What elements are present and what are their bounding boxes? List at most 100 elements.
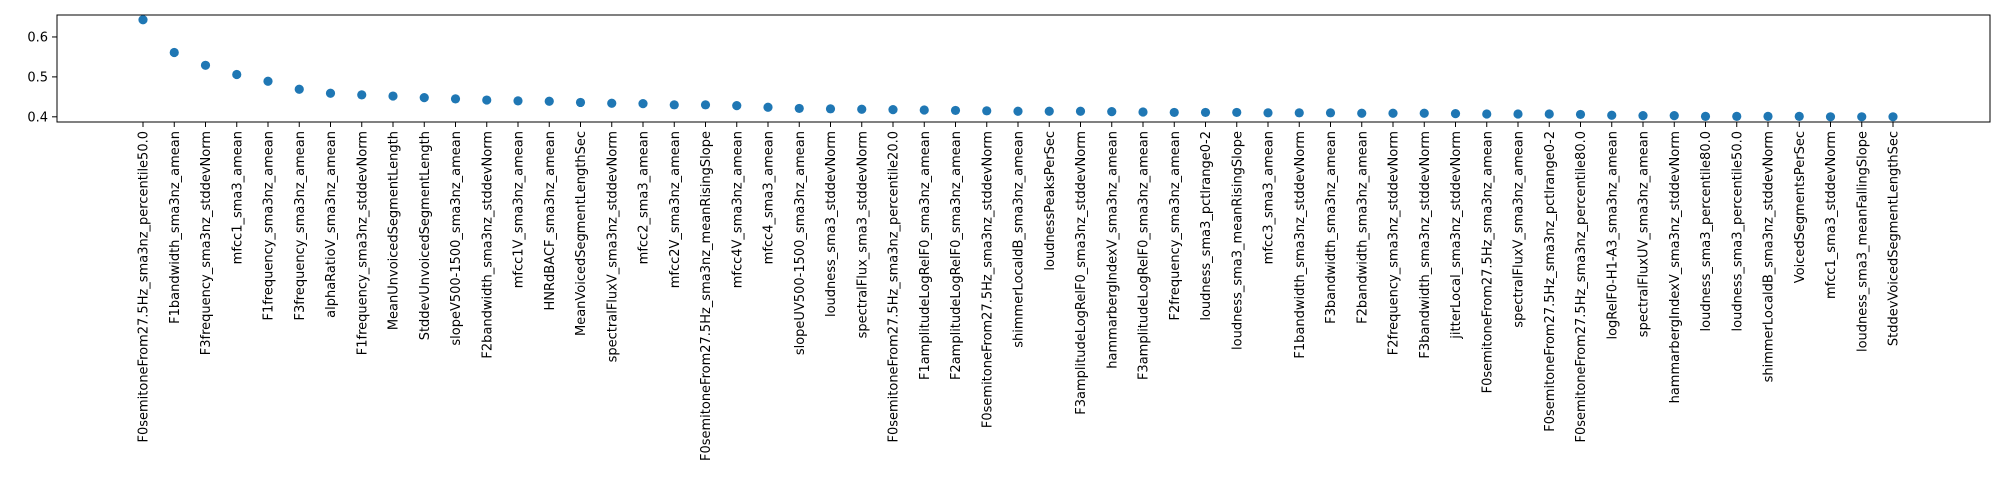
- x-tick-label: F3bandwidth_sma3nz_amean: [1324, 131, 1339, 324]
- x-tick-label: F0semitoneFrom27.5Hz_sma3nz_stddevNorm: [980, 131, 995, 428]
- x-tick-label: loudness_sma3_meanFallingSlope: [1855, 131, 1870, 352]
- x-tick-label: shimmerLocaldB_sma3nz_amean: [1012, 131, 1027, 348]
- data-point: [513, 96, 523, 106]
- x-tick-label: F2amplitudeLogRelF0_sma3nz_amean: [949, 131, 964, 380]
- data-point: [1107, 107, 1117, 117]
- data-points: [138, 15, 1898, 122]
- data-point: [1232, 107, 1242, 118]
- x-tick-label: jitterLocal_sma3nz_stddevNorm: [1449, 131, 1464, 340]
- data-point: [1763, 111, 1773, 122]
- plot-area: [56, 14, 1991, 123]
- data-point: [450, 94, 461, 104]
- data-point: [1075, 106, 1086, 116]
- x-tick-label: mfcc1_sma3_amean: [230, 131, 245, 264]
- x-tick-label: F3frequency_sma3nz_stddevNorm: [199, 131, 214, 355]
- data-point: [982, 106, 992, 116]
- x-tick-label: spectralFluxV_sma3nz_amean: [1512, 131, 1527, 328]
- data-point: [763, 102, 773, 112]
- data-point: [1169, 107, 1179, 118]
- data-point: [1794, 111, 1804, 122]
- data-point: [419, 93, 429, 103]
- x-tick-label: loudness_sma3_percentile80.0: [1699, 131, 1714, 331]
- x-tick-label: hammarbergIndexV_sma3nz_stddevNorm: [1668, 131, 1683, 403]
- x-tick-label: F2frequency_sma3nz_amean: [1168, 131, 1183, 321]
- x-tick-label: F0semitoneFrom27.5Hz_sma3nz_percentile50…: [137, 131, 152, 443]
- data-point: [325, 88, 336, 98]
- data-point: [1700, 111, 1711, 122]
- x-tick-label: hammarbergIndexV_sma3nz_amean: [1105, 131, 1120, 369]
- data-point: [294, 84, 304, 94]
- x-tick-label: spectralFluxV_sma3nz_stddevNorm: [605, 131, 620, 362]
- x-tick-label: MeanUnvoicedSegmentLength: [387, 131, 402, 330]
- x-tick-label: F1bandwidth_sma3nz_amean: [168, 131, 183, 324]
- x-tick-label: mfcc3_sma3_amean: [1262, 131, 1277, 264]
- x-tick-label: F0semitoneFrom27.5Hz_sma3nz_meanRisingSl…: [699, 131, 714, 461]
- data-point: [638, 99, 648, 109]
- data-point: [1138, 107, 1148, 117]
- x-tick-label: F0semitoneFrom27.5Hz_sma3nz_pctlrange0-2: [1543, 131, 1558, 432]
- data-point: [1294, 108, 1304, 118]
- x-tick-label: mfcc1_sma3_stddevNorm: [1824, 131, 1839, 299]
- x-tick-label: mfcc4_sma3_amean: [762, 131, 777, 264]
- data-point: [1669, 111, 1679, 121]
- data-point: [700, 100, 711, 110]
- data-point: [1544, 109, 1554, 119]
- x-tick-label: F2frequency_sma3nz_stddevNorm: [1387, 131, 1402, 355]
- x-tick-label: spectralFluxUV_sma3nz_amean: [1637, 131, 1652, 337]
- x-tick-label: mfcc2_sma3_amean: [637, 131, 652, 264]
- data-point: [607, 98, 617, 108]
- x-tick-label: F0semitoneFrom27.5Hz_sma3nz_amean: [1480, 131, 1495, 393]
- x-tick-label: F3amplitudeLogRelF0_sma3nz_stddevNorm: [1074, 131, 1089, 415]
- data-point: [1325, 108, 1336, 118]
- x-tick-label: mfcc1V_sma3nz_amean: [512, 131, 527, 288]
- data-point: [1357, 108, 1367, 118]
- data-point: [1263, 108, 1273, 118]
- x-tick-label: F1bandwidth_sma3nz_stddevNorm: [1293, 131, 1308, 359]
- x-tick-label: F1frequency_sma3nz_amean: [262, 131, 277, 321]
- data-point: [1482, 109, 1492, 119]
- data-point: [263, 76, 273, 86]
- data-point: [1513, 109, 1523, 119]
- x-tick-label: F2bandwidth_sma3nz_amean: [1355, 131, 1370, 324]
- data-point: [1888, 112, 1898, 122]
- data-point: [138, 15, 148, 25]
- x-tick-label: F0semitoneFrom27.5Hz_sma3nz_percentile20…: [887, 131, 902, 443]
- x-tick-label: StddevUnvoicedSegmentLength: [418, 131, 433, 340]
- x-tick-label: F1frequency_sma3nz_stddevNorm: [355, 131, 370, 355]
- x-tick-label: MeanVoicedSegmentLengthSec: [574, 131, 589, 336]
- data-point: [1638, 111, 1648, 121]
- data-point: [825, 104, 836, 114]
- data-point: [388, 91, 398, 101]
- data-point: [857, 104, 867, 114]
- data-point: [357, 90, 367, 100]
- data-point: [1013, 106, 1023, 116]
- x-tick-label: VoicedSegmentsPerSec: [1793, 131, 1808, 283]
- x-tick-label: loudness_sma3_percentile50.0: [1730, 131, 1745, 331]
- data-point: [544, 96, 554, 106]
- data-point: [200, 60, 211, 70]
- x-tick-label: spectralFlux_sma3_stddevNorm: [855, 131, 870, 338]
- data-point: [232, 69, 242, 80]
- x-tick-label: F0semitoneFrom27.5Hz_sma3nz_percentile80…: [1574, 131, 1589, 443]
- x-tick-label: loudness_sma3_stddevNorm: [824, 131, 839, 317]
- x-tick-label: loudness_sma3_pctlrange0-2: [1199, 131, 1214, 321]
- x-tick-label: slopeV500-1500_sma3nz_amean: [449, 131, 464, 346]
- data-point: [575, 97, 586, 108]
- x-tick-label: loudnessPeaksPerSec: [1043, 131, 1058, 271]
- x-tick-label: loudness_sma3_meanRisingSlope: [1230, 131, 1245, 350]
- data-point: [1200, 107, 1211, 118]
- x-tick-label: slopeUV500-1500_sma3nz_amean: [793, 131, 808, 355]
- data-point: [1450, 109, 1461, 119]
- x-tick-label: F3frequency_sma3nz_amean: [293, 131, 308, 321]
- data-point: [1044, 106, 1054, 116]
- x-tick-label: F3amplitudeLogRelF0_sma3nz_amean: [1137, 131, 1152, 380]
- x-tick-label: F2bandwidth_sma3nz_stddevNorm: [480, 131, 495, 359]
- data-point: [669, 100, 679, 110]
- data-point: [1732, 111, 1742, 122]
- x-tick-label: alphaRatioV_sma3nz_amean: [324, 131, 339, 318]
- data-point: [1575, 109, 1586, 120]
- x-tick-label: StddevVoicedSegmentLengthSec: [1887, 131, 1902, 346]
- y-tick-label: 0.5: [27, 70, 48, 85]
- data-point: [1607, 110, 1617, 120]
